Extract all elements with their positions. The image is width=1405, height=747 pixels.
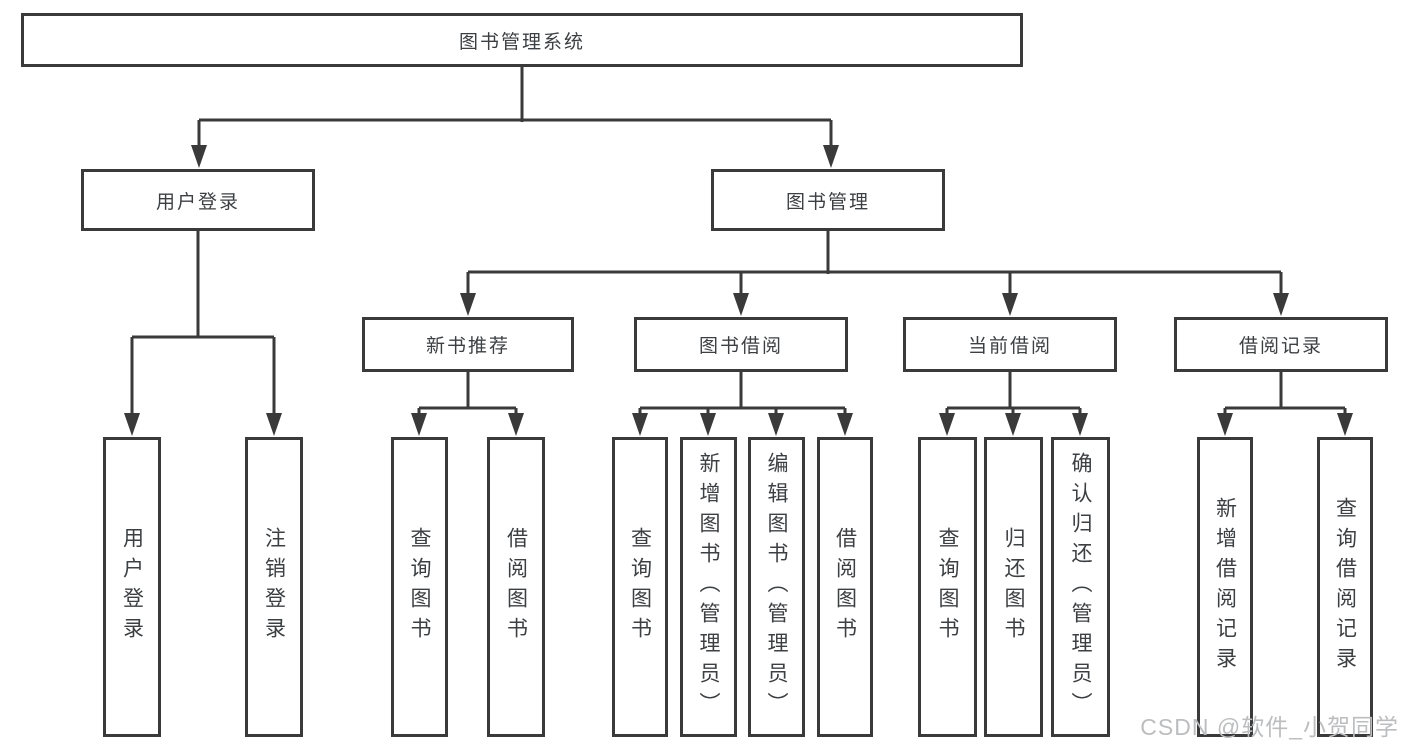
leaf-label: 新增借阅记录 [1213, 497, 1237, 677]
leaf-logout: 注销登录 [245, 437, 303, 737]
leaf-label: 查询图书 [936, 527, 959, 647]
leaf-label: 注销登录 [262, 527, 286, 647]
leaf-label: 编辑图书（管理员） [765, 452, 788, 722]
leaf-label: 确认归还（管理员） [1069, 452, 1092, 722]
leaf-label: 归还图书 [1002, 527, 1025, 647]
leaf-label: 借阅图书 [504, 527, 528, 647]
leaf-query-books-current: 查询图书 [918, 437, 977, 737]
leaf-label: 查询图书 [408, 527, 431, 647]
leaf-confirm-return-admin: 确认归还（管理员） [1051, 437, 1110, 737]
leaf-add-books-admin: 新增图书（管理员） [680, 437, 737, 737]
leaf-label: 用户登录 [120, 527, 144, 647]
node-current-borrow: 当前借阅 [903, 317, 1117, 372]
watermark: CSDN @软件_小贺同学 [1140, 714, 1399, 740]
leaf-borrow-books-recommend: 借阅图书 [487, 437, 545, 737]
leaf-edit-books-admin: 编辑图书（管理员） [748, 437, 805, 737]
node-library-system: 图书管理系统 [21, 13, 1023, 67]
node-book-management: 图书管理 [711, 169, 945, 231]
node-borrow-records: 借阅记录 [1174, 317, 1388, 372]
node-book-borrow: 图书借阅 [634, 317, 848, 372]
leaf-query-books-recommend: 查询图书 [391, 437, 448, 737]
leaf-return-books: 归还图书 [984, 437, 1043, 737]
leaf-label: 新增图书（管理员） [697, 452, 720, 722]
leaf-label: 查询图书 [628, 527, 652, 647]
leaf-borrow-books: 借阅图书 [817, 437, 873, 737]
leaf-add-borrow-record: 新增借阅记录 [1197, 437, 1253, 737]
leaf-query-borrow-record: 查询借阅记录 [1317, 437, 1373, 737]
leaf-query-books-borrow: 查询图书 [612, 437, 668, 737]
leaf-label: 借阅图书 [833, 527, 857, 647]
node-user-login: 用户登录 [81, 169, 315, 231]
node-new-book-recommend: 新书推荐 [362, 317, 574, 372]
leaf-user-login: 用户登录 [103, 437, 161, 737]
leaf-label: 查询借阅记录 [1333, 497, 1357, 677]
